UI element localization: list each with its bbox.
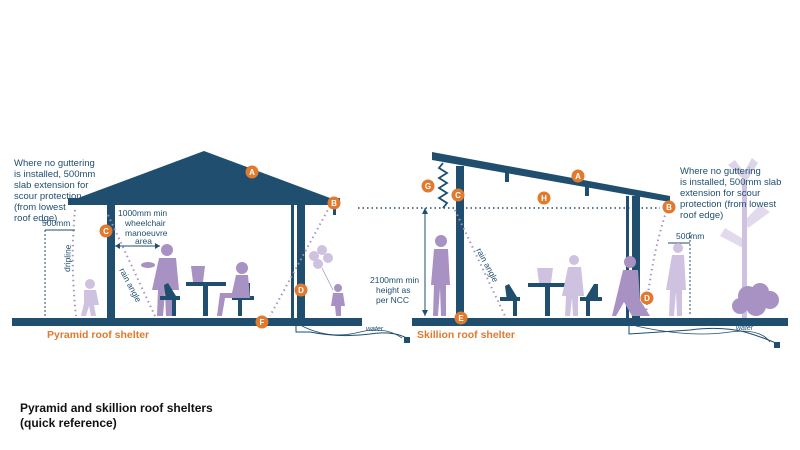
pyramid-gutter-note: Where no guttering is installed, 500mm s… xyxy=(14,158,98,224)
skillion-ground-slab xyxy=(412,318,788,326)
svg-text:C: C xyxy=(455,191,461,200)
svg-text:D: D xyxy=(298,286,304,295)
skillion-shelter-label: Skillion roof shelter xyxy=(417,329,515,341)
marker-c-pyramid: C xyxy=(99,224,113,238)
caption-line-2: (quick reference) xyxy=(20,416,117,430)
marker-f-pyramid: F xyxy=(255,315,269,329)
skillion-roof-batten-1 xyxy=(505,172,509,182)
skillion-roof xyxy=(432,152,670,202)
svg-text:A: A xyxy=(249,168,255,177)
pyramid-dripline-dots xyxy=(71,209,77,317)
skillion-kneeling-figure xyxy=(612,256,650,316)
svg-text:B: B xyxy=(666,203,672,212)
diagram-caption: Pyramid and skillion roof shelters (quic… xyxy=(20,401,320,431)
skillion-tree xyxy=(720,158,770,318)
svg-text:E: E xyxy=(458,314,464,323)
pyramid-child-figure xyxy=(81,279,99,316)
svg-text:G: G xyxy=(425,182,431,191)
skillion-500-label: 500mm xyxy=(676,231,704,241)
skillion-table xyxy=(500,268,602,316)
pyramid-water-label: water xyxy=(366,326,384,333)
pyramid-shelter-label: Pyramid roof shelter xyxy=(47,329,149,341)
marker-h-skillion: H xyxy=(537,191,551,205)
skillion-height-note: 2100mm min height as per NCC xyxy=(370,275,422,305)
skillion-shrub xyxy=(732,283,779,316)
skillion-woman-figure xyxy=(562,255,584,316)
skillion-shelter: water xyxy=(358,152,788,348)
pyramid-rain-angle-label: rain angle xyxy=(117,266,143,304)
svg-text:A: A xyxy=(575,172,581,181)
marker-b-pyramid: B xyxy=(327,196,341,210)
marker-d-skillion: D xyxy=(640,291,654,305)
svg-text:H: H xyxy=(541,194,547,203)
marker-b-skillion: B xyxy=(662,200,676,214)
pyramid-downpipe-column xyxy=(291,205,294,318)
skillion-water-line xyxy=(635,325,771,343)
skillion-woman-right-figure xyxy=(666,243,686,316)
skillion-gutter-note: Where no guttering is installed, 500mm s… xyxy=(680,166,784,221)
pyramid-roof xyxy=(78,151,330,198)
marker-a-skillion: A xyxy=(571,169,585,183)
pyramid-girl-balloon-figure xyxy=(309,245,345,316)
pyramid-rain-angle-right-dots xyxy=(269,205,331,317)
caption-line-1: Pyramid and skillion roof shelters xyxy=(20,401,213,415)
skillion-outlet xyxy=(774,342,780,348)
pyramid-manoeuvre-note: 1000mm min wheelchair manoeuvre area xyxy=(118,208,170,246)
svg-text:F: F xyxy=(260,318,265,327)
pyramid-roof-eave xyxy=(68,198,340,205)
pyramid-ground-slab xyxy=(12,318,362,326)
skillion-water-label: water xyxy=(736,325,754,332)
marker-e-skillion: E xyxy=(454,311,468,325)
pyramid-water-line xyxy=(301,325,403,339)
pyramid-column-right xyxy=(297,205,305,318)
marker-a-pyramid: A xyxy=(245,165,259,179)
pyramid-rain-angle-dots xyxy=(107,214,156,317)
skillion-gutter-spring xyxy=(437,162,449,209)
skillion-column-right xyxy=(632,196,640,318)
svg-text:D: D xyxy=(644,294,650,303)
skillion-column-left xyxy=(456,166,464,318)
pyramid-shelter: water 500mm xyxy=(12,151,411,343)
skillion-standing-man-figure xyxy=(431,235,450,316)
svg-text:B: B xyxy=(331,199,337,208)
skillion-roof-batten-2 xyxy=(585,186,589,196)
marker-d-pyramid: D xyxy=(294,283,308,297)
pyramid-seated-man-figure xyxy=(217,262,250,316)
pyramid-column-left xyxy=(107,205,115,318)
svg-text:C: C xyxy=(103,227,109,236)
pyramid-500-label: 500mm xyxy=(42,218,70,228)
pyramid-outlet xyxy=(404,337,410,343)
pyramid-dripline-label: dripline xyxy=(62,244,73,272)
pyramid-water-pipe xyxy=(295,326,411,341)
marker-g-skillion: G xyxy=(421,179,435,193)
marker-c-skillion: C xyxy=(451,188,465,202)
